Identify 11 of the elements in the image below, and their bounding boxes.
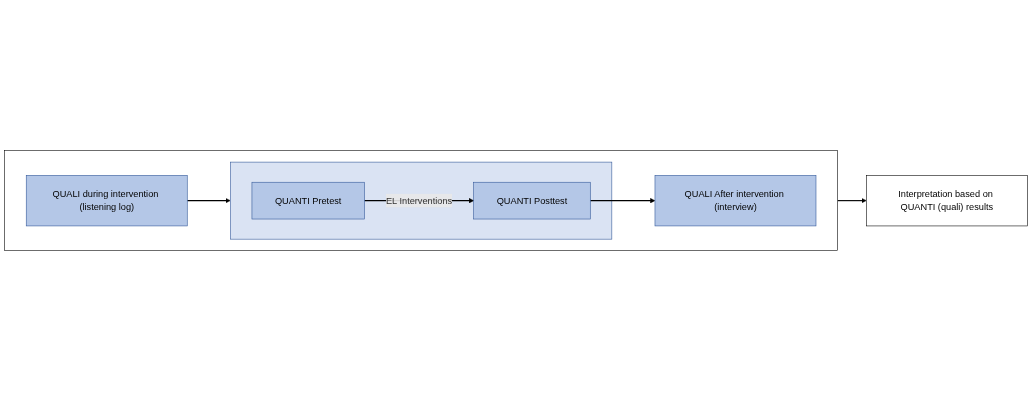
node-box: QUANTI Posttest	[473, 181, 591, 220]
node-box: QUALI After intervention (interview)	[654, 174, 817, 227]
arrow	[186, 197, 231, 203]
arrow	[837, 197, 867, 203]
node-box: Interpretation based on QUANTI (quali) results	[866, 174, 1028, 227]
cluster	[230, 161, 613, 240]
edge-label: EL Interventions	[385, 195, 453, 206]
cluster	[4, 150, 838, 251]
node-box: QUALI during intervention (listening log)	[25, 174, 188, 227]
arrow	[589, 197, 656, 203]
node-box: QUANTI Pretest	[251, 181, 365, 220]
